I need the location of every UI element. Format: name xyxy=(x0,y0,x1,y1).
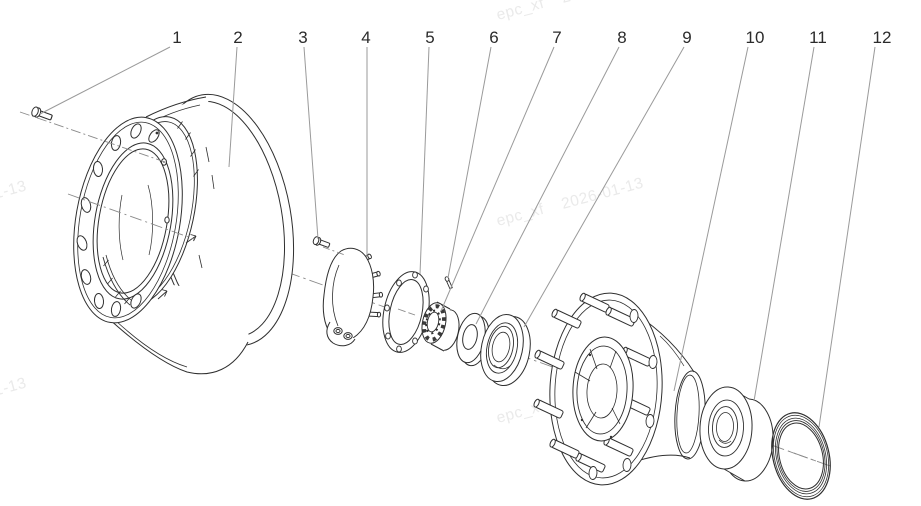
callout-11[interactable]: 11 xyxy=(809,28,827,47)
centerlines xyxy=(19,111,346,256)
watermark-text: epc_xf xyxy=(495,201,547,230)
callout-3[interactable]: 3 xyxy=(298,28,307,47)
drum-bottom-edge xyxy=(107,317,249,375)
leader-line-12 xyxy=(818,46,876,428)
watermark-text: 2026-01-13 xyxy=(0,375,28,413)
assembly-centerline xyxy=(787,450,817,462)
drum-inner-ticks xyxy=(103,259,130,305)
leader-line-3 xyxy=(303,46,319,240)
leader-line-5 xyxy=(419,46,430,275)
leader-line-1 xyxy=(39,46,171,115)
assembly-direction-arrow xyxy=(157,234,197,300)
leader-line-8 xyxy=(475,46,620,325)
hub-bore-ribs xyxy=(574,348,621,429)
drum-bolt-holes xyxy=(76,123,160,317)
drum-shell-ticks xyxy=(177,121,199,177)
callout-labels: 1 2 3 4 5 6 7 8 9 10 11 12 xyxy=(172,28,891,47)
callout-4[interactable]: 4 xyxy=(361,28,370,47)
watermark-text: 2026-01-13 xyxy=(560,175,646,213)
nut-castellations xyxy=(422,304,446,342)
part-roller-bearing xyxy=(699,386,774,482)
drum-hidden-dashes xyxy=(198,146,215,269)
callout-10[interactable]: 10 xyxy=(746,28,765,47)
watermark-text: 2026-01-13 xyxy=(560,0,646,7)
leader-line-2 xyxy=(228,46,238,168)
drum-shoulder-line xyxy=(145,96,207,118)
leader-line-6 xyxy=(447,46,492,279)
assembly-centerline xyxy=(67,193,195,240)
hub-flange-holes xyxy=(588,309,658,480)
callout-5[interactable]: 5 xyxy=(425,28,434,47)
part-castellated-lock-nut xyxy=(421,301,460,352)
callout-9[interactable]: 9 xyxy=(682,28,691,47)
callout-12[interactable]: 12 xyxy=(873,28,892,47)
callout-8[interactable]: 8 xyxy=(617,28,626,47)
watermark-text: 2026-01-13 xyxy=(0,178,28,216)
callout-7[interactable]: 7 xyxy=(552,28,561,47)
watermark-text: epc_xf xyxy=(495,0,547,24)
part-hub-cap-gasket xyxy=(382,271,430,353)
part-hub-cap xyxy=(322,247,384,347)
gasket-holes xyxy=(384,271,430,353)
leader-line-10 xyxy=(673,46,749,392)
assembly-centerline xyxy=(397,308,416,316)
leader-line-9 xyxy=(523,46,685,328)
part-seal-ring xyxy=(771,412,831,500)
part-oil-seal xyxy=(480,313,531,387)
leader-lines xyxy=(39,46,876,428)
callout-1[interactable]: 1 xyxy=(172,28,181,47)
part-wheel-hub xyxy=(533,292,706,486)
callout-6[interactable]: 6 xyxy=(489,28,498,47)
leader-line-11 xyxy=(753,46,815,402)
bolt-1-centerline xyxy=(19,111,169,164)
drum-opening xyxy=(96,148,170,294)
part-hub-cap-bolt xyxy=(312,236,331,248)
callout-2[interactable]: 2 xyxy=(233,28,242,47)
bolt-3-centerline xyxy=(322,246,346,256)
part-brake-drum xyxy=(73,93,295,375)
leader-line-7 xyxy=(440,46,555,312)
